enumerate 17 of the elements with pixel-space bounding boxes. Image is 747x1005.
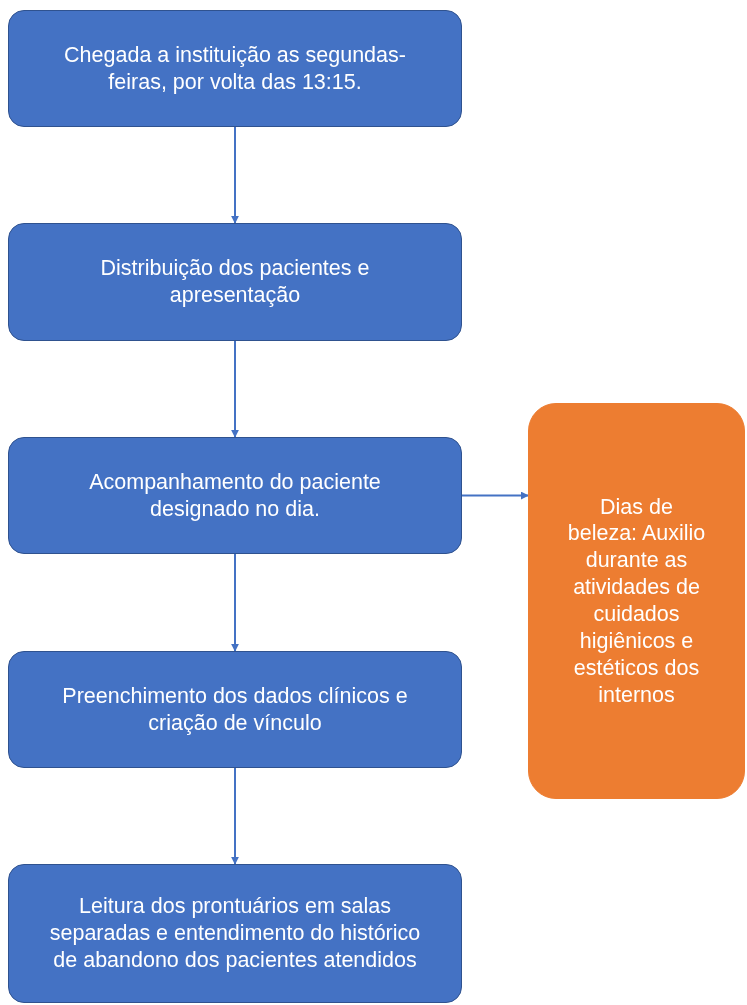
arrow <box>231 340 239 438</box>
process-box <box>8 437 462 554</box>
arrow <box>461 491 529 500</box>
process-box <box>8 223 462 341</box>
process-box <box>8 651 462 768</box>
process-box <box>8 864 462 1003</box>
box-text: Preenchimento dos dados clínicos e criação de vínculo <box>61 682 409 737</box>
process-box <box>8 10 462 127</box>
arrow <box>231 126 239 224</box>
box-text: Chegada a instituição as segundas-feiras, por volta das 13:15. <box>63 41 407 96</box>
arrow <box>231 767 239 865</box>
process-box <box>528 403 745 799</box>
box-text: Dias de beleza: Auxilio durante as atividades de cuidados higiênicos e estéticos dos internos <box>566 493 707 709</box>
arrow <box>231 553 239 652</box>
box-text: Distribuição dos pacientes e apresentação <box>99 255 371 309</box>
box-text: Acompanhamento do paciente designado no dia. <box>88 468 382 523</box>
box-text: Leitura dos prontuários em salas separadas e entendimento do histórico de abandono dos pacientes atendidos <box>48 893 422 974</box>
